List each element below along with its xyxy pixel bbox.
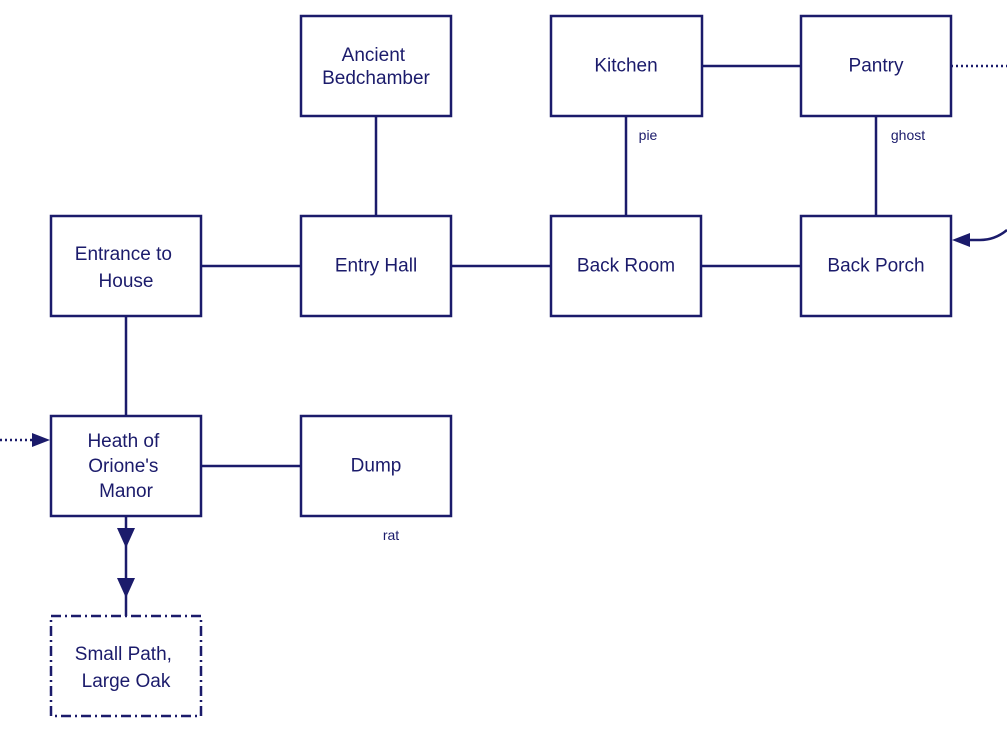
room-label-line: Heath of [87,431,160,452]
room-label: Dump [351,456,402,477]
room-back-porch: Back Porch [799,214,953,318]
object-label-kitchen: pie [639,127,658,143]
arrow-down-2-icon [117,578,135,598]
arrow-into-backporch-icon [952,233,970,247]
room-small-path-large-oak: Small Path, Large Oak [49,614,203,718]
room-label-line: Orione's [88,456,158,477]
room-label: Heath of Orione's Manor [87,431,164,502]
room-label: Back Room [577,256,675,277]
conn-backporch-offmap-east [962,229,1007,242]
arrows [32,233,970,598]
room-heath-of-oriones-manor: Heath of Orione's Manor [49,414,203,518]
room-label: Back Porch [827,256,924,277]
room-label: Ancient Bedchamber [322,45,430,89]
room-entrance-to-house: Entrance to House [49,214,203,318]
room-label-line: Small Path, [75,644,172,665]
room-label: Entry Hall [335,256,417,277]
room-label-line: Bedchamber [322,68,430,89]
room-label: Entrance to House [75,244,177,292]
room-pantry: Pantry [799,14,953,118]
room-label: Small Path, Large Oak [75,644,177,692]
object-label-pantry: ghost [891,127,925,143]
room-dump: Dump [299,414,453,518]
room-label-line: Entrance to [75,244,172,265]
room-label-line: House [99,271,154,292]
room-label-line: Ancient [342,45,406,66]
room-kitchen: Kitchen [549,14,704,118]
room-label-line: Manor [99,481,154,502]
room-label: Kitchen [594,56,657,77]
arrow-into-heath-icon [32,433,50,447]
connections [0,64,1007,616]
object-label-dump: rat [383,527,399,543]
room-back-room: Back Room [549,214,703,318]
room-label-line: Large Oak [82,671,171,692]
room-label: Pantry [849,56,904,77]
room-ancient-bedchamber: Ancient Bedchamber [299,14,453,118]
arrow-down-1-icon [117,528,135,548]
room-entry-hall: Entry Hall [299,214,453,318]
